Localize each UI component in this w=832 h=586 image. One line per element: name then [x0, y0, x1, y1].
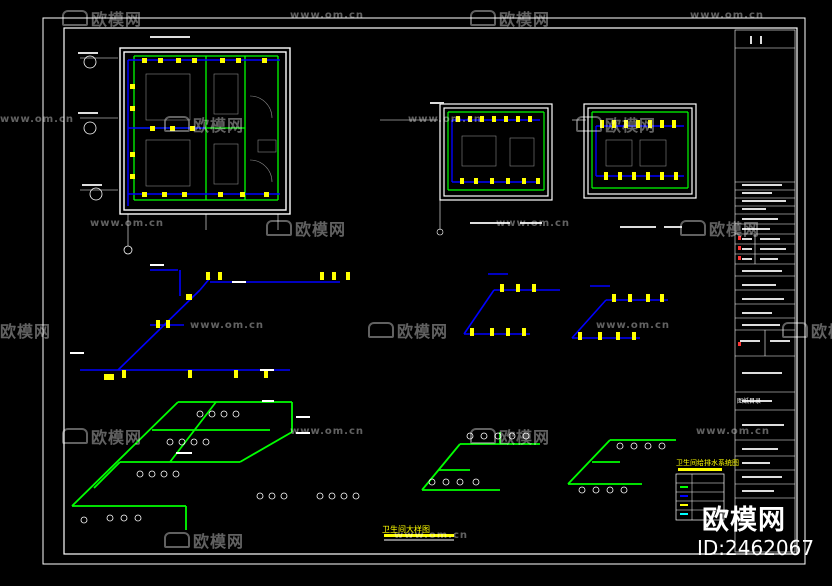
sofa-logo-icon — [576, 116, 602, 132]
watermark-url: www.om.cn — [0, 114, 75, 125]
outer-frame — [42, 17, 806, 565]
isometric-water-supply-system-2 — [463, 273, 560, 336]
watermark-brand: 欧模网 — [680, 216, 760, 240]
sofa-logo-icon — [470, 10, 496, 26]
sofa-logo-icon — [266, 220, 292, 236]
watermark-url: www.om.cn — [696, 426, 771, 437]
watermark-brand: 欧模网 — [368, 318, 448, 342]
title-block-red-marks — [738, 236, 741, 346]
watermark-brand: 欧模网 — [164, 112, 244, 136]
watermark-url: www.om.cn — [596, 320, 671, 331]
drainage-system-1-caption — [384, 534, 454, 541]
watermark-brand: 欧模网 — [266, 216, 346, 240]
brand-badge-title: 欧模网 — [702, 505, 786, 536]
watermark-url: www.om.cn — [290, 426, 365, 437]
drawing-id-label: ID:2462067 — [697, 536, 815, 560]
plan-3-bathroom-layout — [572, 103, 697, 228]
isometric-water-supply-system-3 — [571, 285, 668, 340]
watermark-brand: 欧模网 — [470, 424, 550, 448]
watermark-url: www.om.cn — [190, 320, 265, 331]
watermark-brand: 欧模网 — [0, 322, 52, 341]
sofa-logo-icon — [782, 322, 808, 338]
sofa-logo-icon — [164, 532, 190, 548]
plan-1-bathroom-layout — [78, 36, 291, 255]
watermark-url: www.om.cn — [408, 114, 483, 125]
isometric-drainage-system-3 — [567, 439, 676, 494]
sofa-logo-icon — [368, 322, 394, 338]
watermark-url: www.om.cn — [290, 10, 365, 21]
watermark-url: www.om.cn — [690, 10, 765, 21]
sofa-logo-icon — [62, 10, 88, 26]
watermark-url: www.om.cn — [394, 530, 469, 541]
watermark-brand: 欧模网 — [164, 528, 244, 552]
watermark-url: www.om.cn — [90, 218, 165, 229]
sofa-logo-icon — [62, 428, 88, 444]
title-block-text-marks — [740, 36, 790, 492]
title-block-label: 图纸目录 — [737, 398, 762, 405]
watermark-brand: 欧模网 — [62, 6, 142, 30]
sofa-logo-icon — [470, 428, 496, 444]
sofa-logo-icon — [164, 116, 190, 132]
pipe-legend-table — [675, 468, 725, 521]
sofa-logo-icon — [680, 220, 706, 236]
drawing-note-heading-2: 卫生间给排水系统图 — [676, 459, 739, 467]
watermark-brand: 欧模网 — [576, 112, 656, 136]
plan-1-fixture-markers — [130, 58, 269, 197]
inner-frame — [63, 27, 798, 555]
title-block — [734, 29, 796, 553]
isometric-drainage-system-1 — [71, 400, 360, 530]
drawing-note-heading-1: 卫生间大样图 — [382, 525, 430, 534]
plan-2-bathroom-layout — [380, 102, 553, 236]
watermark-brand: 欧模网 — [62, 424, 142, 448]
isometric-drainage-system-2 — [421, 432, 540, 491]
watermark-url: www.om.cn — [496, 218, 571, 229]
watermark-brand: 欧模网 — [782, 318, 832, 342]
watermark-brand: 欧模网 — [470, 6, 550, 30]
isometric-water-supply-system-1 — [70, 264, 350, 380]
